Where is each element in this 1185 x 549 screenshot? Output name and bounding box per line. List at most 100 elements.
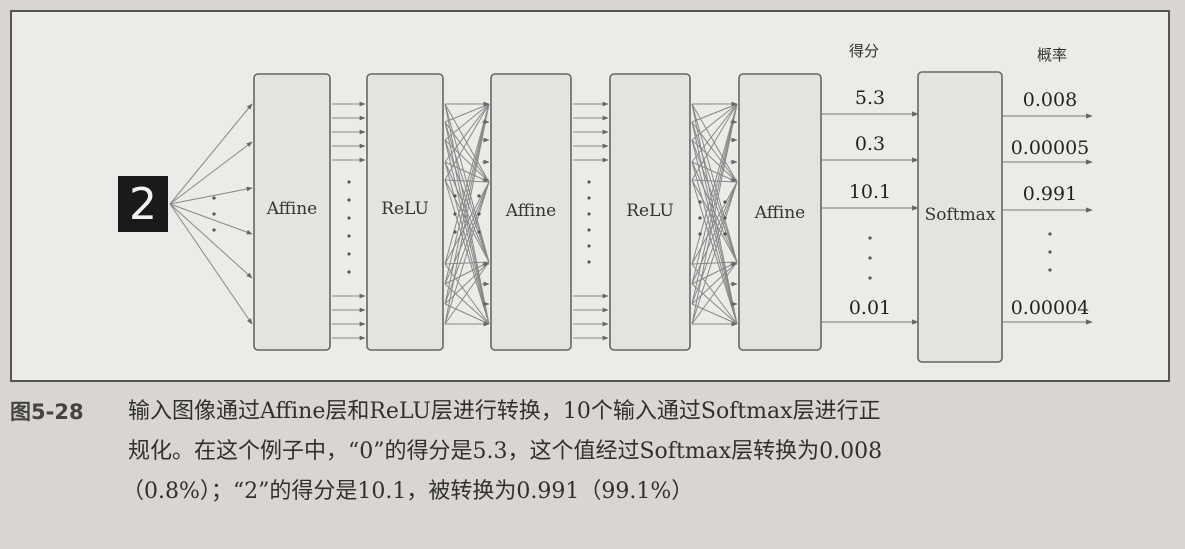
- caption-line: 规化。在这个例子中，“0”的得分是5.3，这个值经过Softmax层转换为0.0…: [128, 439, 883, 464]
- connection-line: [691, 303, 738, 325]
- layer-affine-3-label: Affine: [754, 203, 806, 223]
- connection-line: [691, 261, 738, 265]
- ellipsis-dot: [723, 216, 727, 220]
- connection-line: [444, 283, 490, 325]
- connection-line: [691, 263, 738, 325]
- connection-line: [691, 103, 738, 305]
- probability-header: 概率: [1037, 46, 1067, 64]
- connection-line: [691, 181, 738, 305]
- connection-line: [169, 203, 253, 235]
- ellipsis-dot: [347, 198, 351, 202]
- connection-line: [444, 139, 490, 183]
- connection-line: [444, 179, 490, 183]
- score-value: 0.01: [849, 297, 891, 319]
- layer-relu-1-label: ReLU: [381, 199, 429, 219]
- connection-line: [169, 203, 253, 325]
- figure-frame: 2 Affine ReLU Affine ReLU Affine Softmax: [10, 10, 1170, 382]
- connection-line: [691, 103, 738, 285]
- connection-line: [444, 103, 490, 123]
- ellipsis-dot: [212, 196, 216, 200]
- ellipsis-dot: [477, 230, 481, 234]
- connection-line: [169, 203, 253, 279]
- score-header: 得分: [849, 42, 879, 60]
- ellipsis-dot: [868, 276, 872, 280]
- ellipsis-dots: [212, 180, 1052, 280]
- connection-line: [691, 161, 738, 183]
- ellipsis-dot: [698, 200, 702, 204]
- connection-line: [691, 103, 738, 265]
- connection-line: [691, 103, 738, 325]
- connection-line: [444, 103, 490, 325]
- layer-affine-3: Affine: [738, 73, 822, 351]
- connection-line: [691, 261, 738, 325]
- probability-value: 0.00004: [1011, 297, 1090, 319]
- input-digit: 2: [129, 179, 157, 230]
- caption-line: （0.8%）；“2”的得分是10.1，被转换为0.991（99.1%）: [122, 479, 694, 504]
- connection-line: [444, 181, 490, 265]
- connection-line: [444, 261, 490, 325]
- connection-line: [444, 103, 490, 181]
- connection-line: [444, 121, 490, 183]
- connection-line: [691, 261, 738, 285]
- connection-line: [444, 103, 490, 141]
- connection-line: [691, 103, 738, 181]
- ellipsis-dot: [477, 212, 481, 216]
- ellipsis-dot: [347, 234, 351, 238]
- connection-line: [444, 139, 490, 263]
- connection-line: [691, 103, 738, 123]
- ellipsis-dot: [698, 216, 702, 220]
- connection-line: [691, 179, 738, 263]
- ellipsis-dot: [347, 252, 351, 256]
- connection-line: [691, 179, 738, 183]
- ellipsis-dot: [1048, 232, 1052, 236]
- ellipsis-dot: [698, 232, 702, 236]
- connection-line: [444, 181, 490, 305]
- layer-affine-2-label: Affine: [505, 201, 557, 221]
- layer-relu-1: ReLU: [366, 73, 444, 351]
- ellipsis-dot: [587, 260, 591, 264]
- connection-line: [444, 261, 490, 285]
- connection-line: [691, 283, 738, 325]
- ellipsis-dot: [347, 270, 351, 274]
- connection-line: [444, 261, 490, 305]
- ellipsis-dot: [587, 196, 591, 200]
- connection-line: [691, 103, 738, 183]
- connection-line: [444, 103, 490, 183]
- input-image: 2: [118, 176, 168, 232]
- ellipsis-dot: [212, 212, 216, 216]
- connection-line: [444, 103, 490, 305]
- neural-network-diagram: 2 Affine ReLU Affine ReLU Affine Softmax: [118, 42, 1093, 363]
- connection-line: [444, 103, 490, 285]
- layer-relu-2-label: ReLU: [626, 201, 674, 221]
- ellipsis-dot: [212, 228, 216, 232]
- connection-line: [444, 103, 490, 163]
- probability-value: 0.991: [1023, 183, 1077, 205]
- layer-affine-1-label: Affine: [266, 199, 318, 219]
- ellipsis-dot: [723, 232, 727, 236]
- connection-line: [444, 263, 490, 325]
- layer-affine-1: Affine: [253, 73, 331, 351]
- connection-line: [691, 261, 738, 305]
- connection-line: [444, 181, 490, 285]
- connection-line: [169, 103, 253, 205]
- connection-line: [691, 103, 738, 141]
- ellipsis-dot: [453, 212, 457, 216]
- caption-number: 图5-28: [10, 400, 84, 424]
- connection-line: [169, 186, 253, 205]
- connection-line: [444, 303, 490, 325]
- layer-relu-2: ReLU: [609, 73, 691, 351]
- connection-line: [691, 121, 738, 183]
- ellipsis-dot: [587, 180, 591, 184]
- ellipsis-dot: [477, 194, 481, 198]
- layer-connections: [169, 101, 738, 341]
- ellipsis-dot: [453, 194, 457, 198]
- ellipsis-dot: [868, 236, 872, 240]
- ellipsis-dot: [1048, 250, 1052, 254]
- probability-value: 0.00005: [1011, 137, 1090, 159]
- caption-line: 输入图像通过Affine层和ReLU层进行转换，10个输入通过Softmax层进…: [128, 399, 881, 424]
- connection-line: [691, 181, 738, 285]
- score-value: 5.3: [855, 87, 885, 109]
- ellipsis-dot: [347, 216, 351, 220]
- connection-line: [444, 261, 490, 265]
- connection-line: [444, 179, 490, 263]
